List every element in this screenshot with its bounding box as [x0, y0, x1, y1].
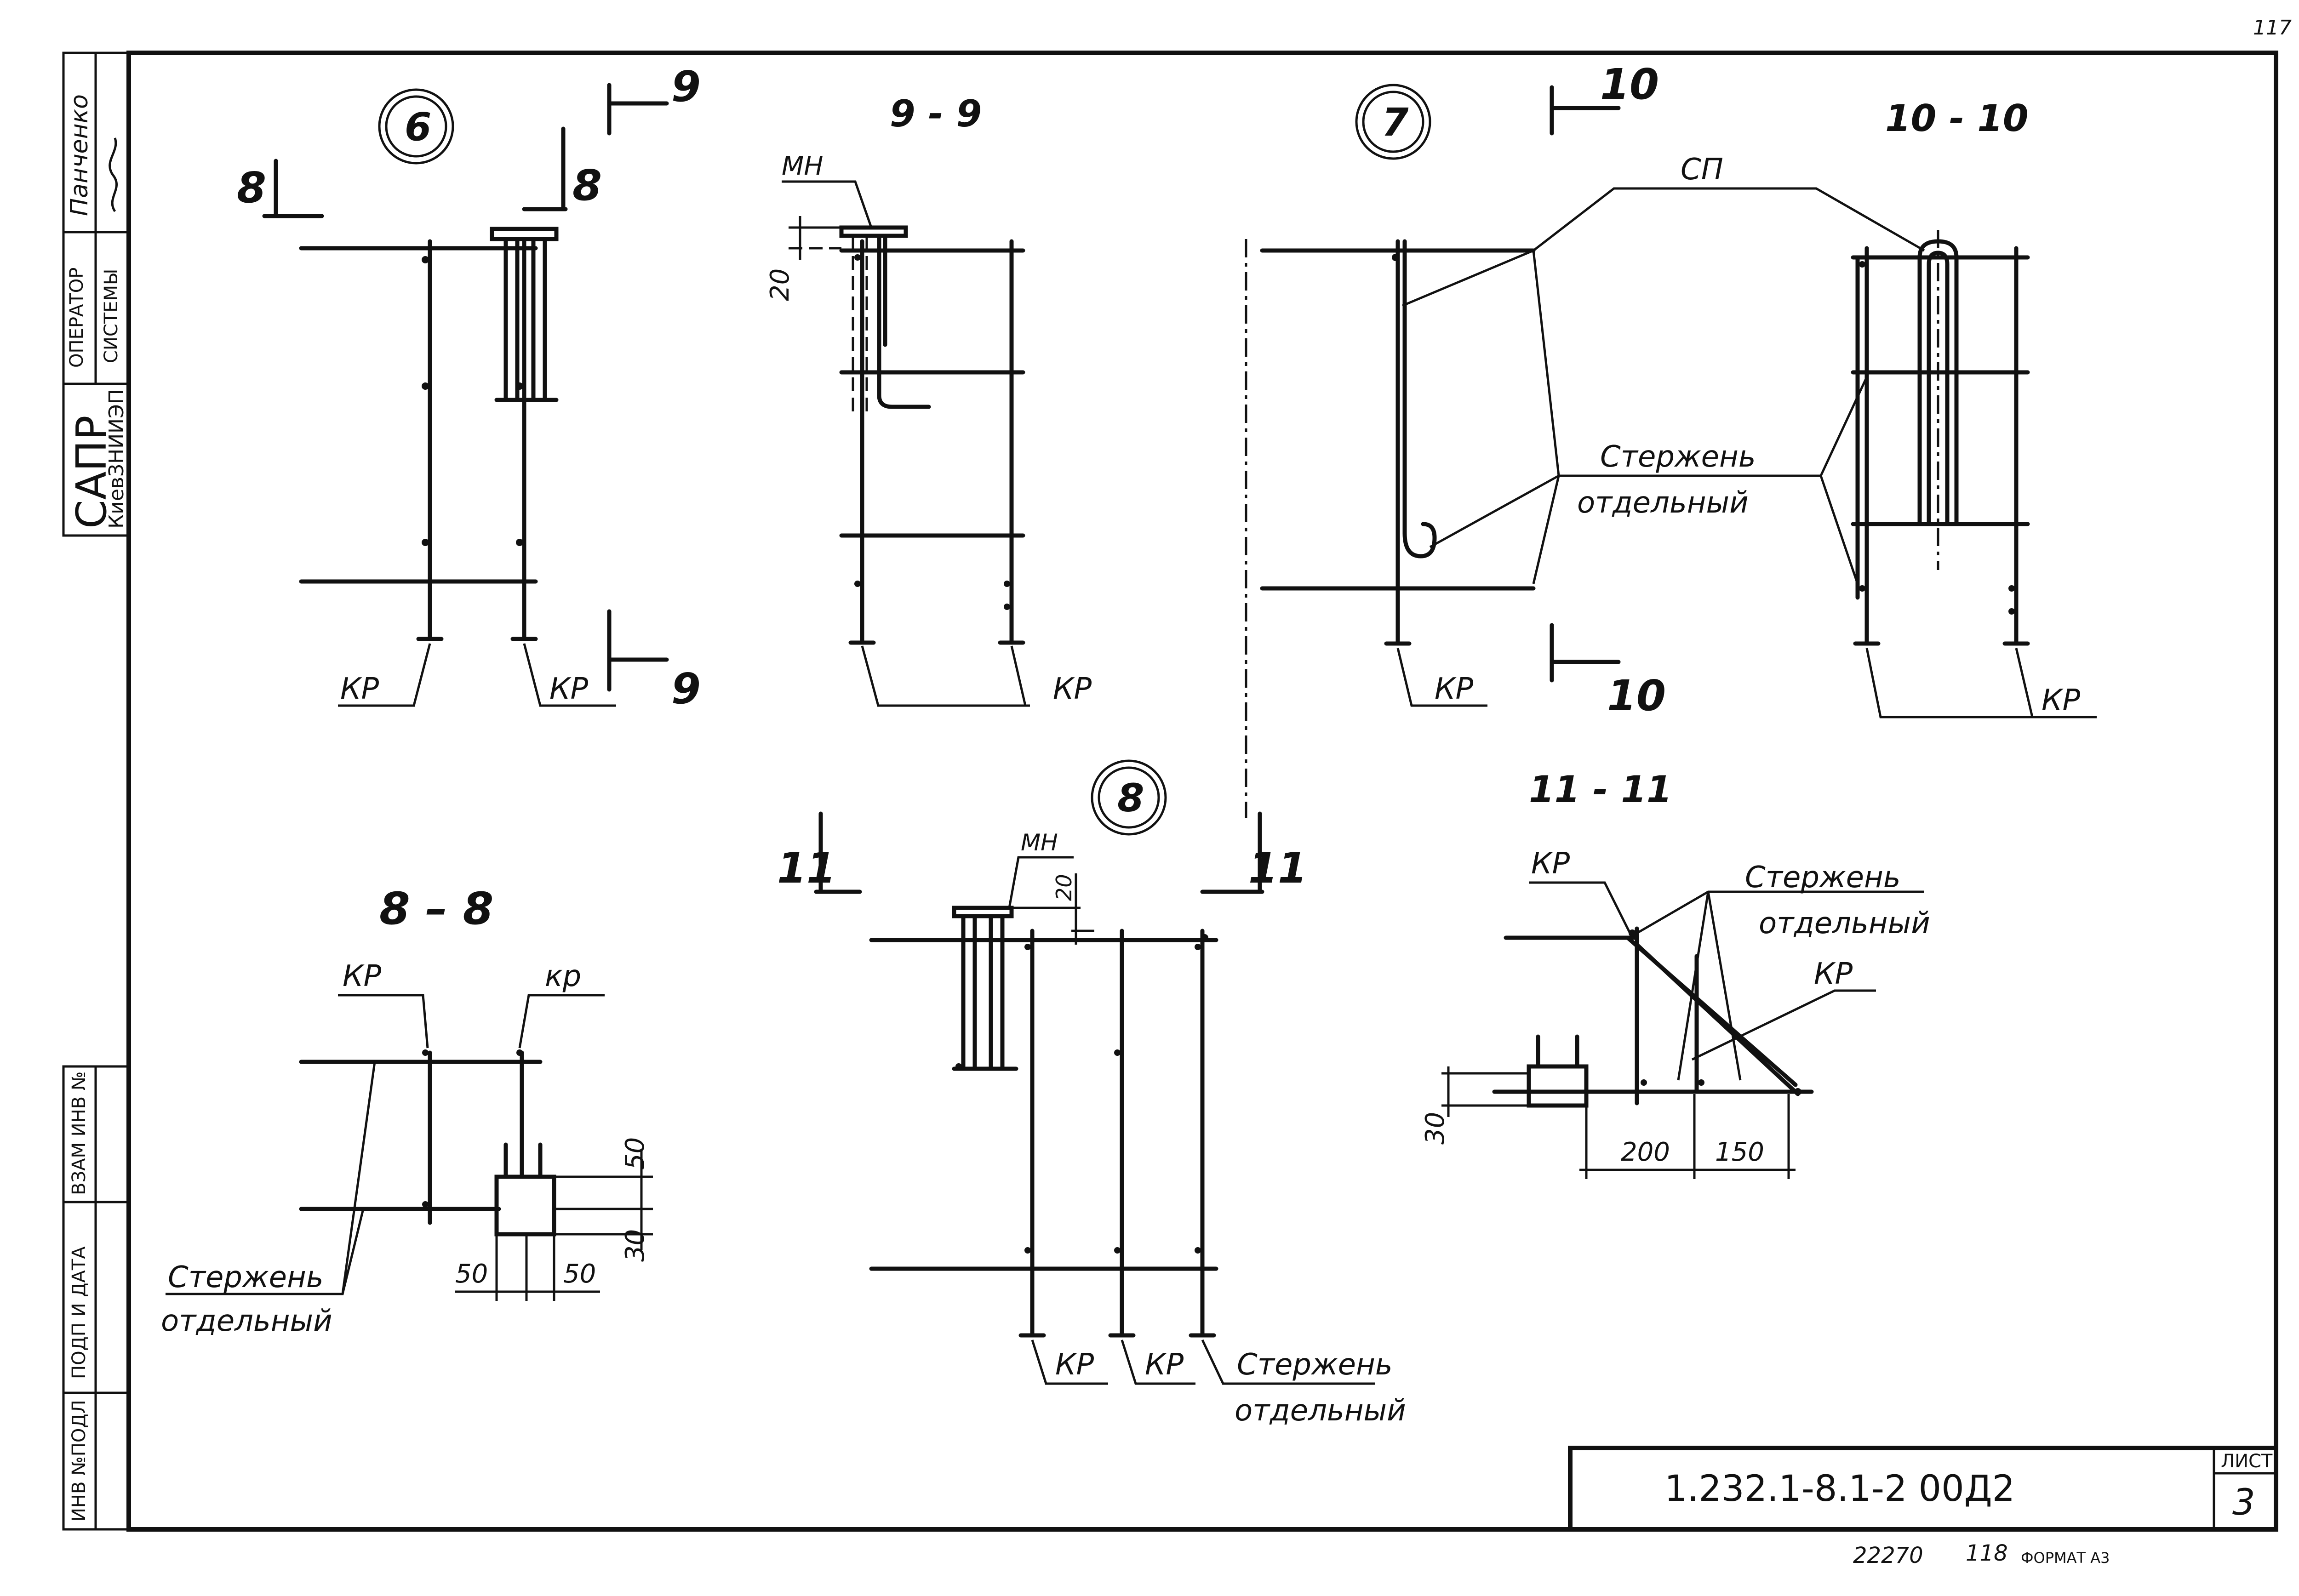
dim-30-vertical: 30 [620, 1229, 650, 1262]
dim-150: 150 [1715, 1137, 1764, 1167]
rod-label-11-line2: отдельный [1759, 906, 1930, 940]
title-block: 1.232.1-8.1-2 00Д2 ЛИСТ 3 [1568, 1446, 2278, 1532]
system-label: САПР [68, 416, 116, 529]
node-8-kr-left: КР [1055, 1348, 1094, 1382]
dim-50-right: 50 [563, 1259, 596, 1289]
cut-8-left: 8 [237, 163, 266, 212]
dim-20-b: 20 [1052, 874, 1076, 901]
rod-label-node8-line2: отдельный [1235, 1394, 1406, 1428]
dim-50-left: 50 [455, 1259, 488, 1289]
section-9-9: 9 - 9 МН 20 КР [765, 92, 1092, 707]
anchor-plate-6 [490, 227, 559, 241]
node-7-number: 7 [1382, 100, 1409, 145]
node-6-kr-right: КР [549, 672, 588, 706]
anchor-plate-9 [839, 225, 908, 238]
cut-11-right: 11 [1248, 844, 1307, 893]
format-label: ФОРМАТ А3 [2021, 1549, 2110, 1567]
node-6-view: 6 8 8 9 9 КР [237, 62, 701, 713]
dim-30-section11: 30 [1420, 1112, 1450, 1145]
dim-20-a: 20 [765, 268, 795, 301]
embedded-block-8 [494, 1174, 556, 1237]
anchor-plate-node8 [952, 906, 1014, 918]
node-8-view: 8 11 11 МН 20 [777, 759, 1406, 1428]
section-10-10: 10 - 10 КР [1819, 97, 2097, 718]
cut-8-right: 8 [572, 161, 602, 210]
section-11-kr-right: КР [1814, 957, 1853, 991]
section-10-10-title: 10 - 10 [1885, 97, 2029, 140]
cut-9-top: 9 [671, 62, 701, 111]
section-11-kr-top: КР [1531, 847, 1570, 881]
cut-11-left: 11 [777, 844, 836, 893]
field-vzam-inv: ВЗАМ ИНВ № [69, 1072, 90, 1195]
section-8-kr-right: кр [545, 959, 581, 993]
section-9-kr: КР [1053, 672, 1092, 706]
node-7-circle [1355, 84, 1431, 160]
node-8-kr-right: КР [1145, 1348, 1184, 1382]
embedded-block-11 [1527, 1064, 1589, 1108]
drawing-code: 1.232.1-8.1-2 00Д2 [1664, 1468, 2015, 1510]
sp-hook [1917, 239, 1959, 526]
section-8-8: 8 – 8 КР кр Стержень отдельный 50 30 50 … [161, 883, 653, 1338]
field-inv-podl: ИНВ №ПОДЛ [69, 1400, 90, 1522]
section-11-11-title: 11 - 11 [1529, 768, 1672, 811]
operator-label-1: ОПЕРАТОР [66, 268, 87, 368]
dim-200: 200 [1621, 1137, 1670, 1167]
node-6-kr-left: КР [340, 672, 379, 706]
sheet-frame [126, 51, 2278, 1532]
sheet-label: ЛИСТ [2221, 1451, 2273, 1472]
node-8-circle [1091, 759, 1167, 836]
title-block-box [1568, 1446, 2278, 1532]
node-7-kr: КР [1435, 672, 1473, 706]
cut-10-top: 10 [1600, 60, 1659, 109]
label-mn-8: МН [1021, 829, 1058, 856]
section-8-8-title: 8 – 8 [379, 883, 493, 935]
node-7-view: 7 10 10 СП Стержень отдельный КР [1260, 60, 1925, 720]
rod-label-11-line1: Стержень [1745, 861, 1901, 895]
rod-label-8-line2: отдельный [161, 1304, 332, 1338]
section-11-11: 11 - 11 КР Стержень отдельный КР 30 200 [1420, 768, 1930, 1179]
rod-label-node8-line1: Стержень [1237, 1348, 1393, 1382]
field-podp-data: ПОДП И ДАТА [69, 1246, 90, 1379]
side-stamp: Панченко ОПЕРАТОР СИСТЕМЫ САПР КиевЗНИИЭ… [62, 51, 130, 1531]
sheet-number: 3 [2232, 1482, 2255, 1523]
node-6-number: 6 [405, 104, 431, 149]
label-mn-9: МН [782, 151, 823, 181]
order-number: 22270 [1853, 1543, 1923, 1568]
org-label: КиевЗНИИЭП [105, 389, 128, 529]
section-10-kr: КР [2042, 684, 2080, 718]
rod-label-7-line2: отдельный [1577, 486, 1749, 520]
node-8-number: 8 [1117, 775, 1144, 821]
rod-label-7-line1: Стержень [1600, 440, 1756, 474]
signature-mark [109, 137, 118, 212]
cut-9-bottom: 9 [671, 664, 701, 713]
operator-label-2: СИСТЕМЫ [101, 269, 122, 363]
page-number: 118 [1966, 1540, 2008, 1566]
rod-label-8-line1: Стержень [168, 1260, 324, 1294]
dim-50-vertical: 50 [620, 1137, 650, 1170]
cut-10-bottom: 10 [1607, 671, 1666, 720]
section-9-9-title: 9 - 9 [890, 92, 982, 135]
signer-name: Панченко [66, 94, 93, 216]
node-6-circle [378, 88, 454, 165]
section-8-kr-left: КР [343, 959, 381, 993]
corner-number: 117 [2253, 16, 2292, 40]
label-sp: СП [1681, 153, 1723, 187]
